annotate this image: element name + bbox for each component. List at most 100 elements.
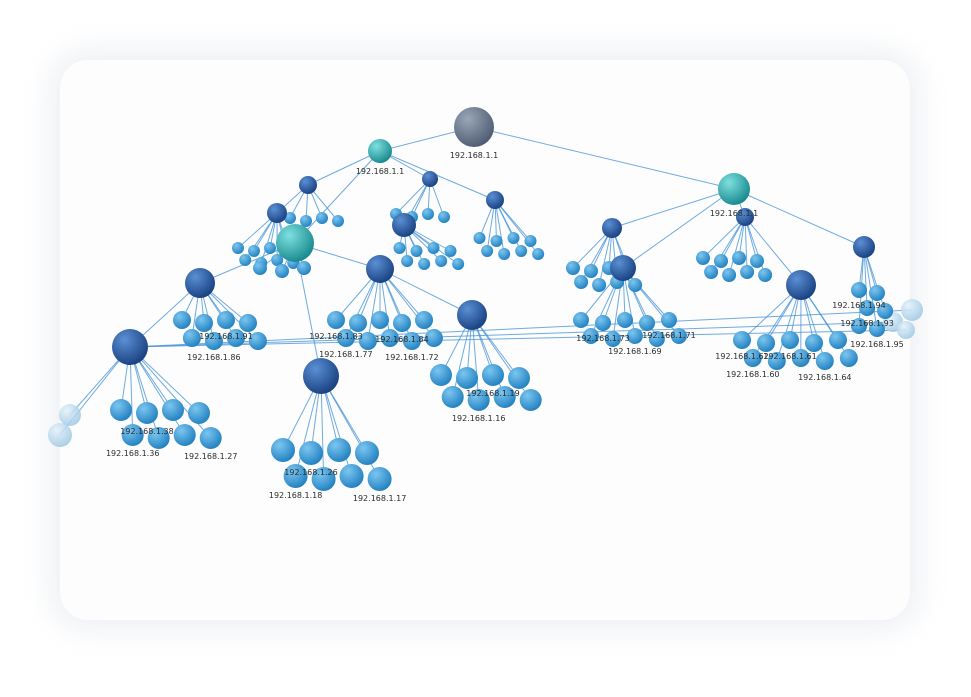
host-node[interactable] <box>136 402 158 424</box>
host-node[interactable] <box>271 438 295 462</box>
host-node[interactable] <box>582 328 599 344</box>
host-node[interactable] <box>498 248 511 260</box>
host-node[interactable] <box>493 386 516 408</box>
host-node[interactable] <box>204 332 223 350</box>
host-node[interactable] <box>584 264 598 278</box>
host-node[interactable] <box>758 268 773 282</box>
host-node[interactable] <box>327 438 351 462</box>
host-node[interactable] <box>239 314 257 332</box>
host-node[interactable] <box>427 242 440 254</box>
host-node[interactable] <box>418 258 431 270</box>
switch-node[interactable] <box>299 176 317 194</box>
host-node[interactable] <box>839 349 858 367</box>
host-node[interactable] <box>851 318 867 334</box>
host-node[interactable] <box>574 275 589 289</box>
switch-node[interactable] <box>267 203 287 223</box>
host-node[interactable] <box>162 399 184 421</box>
host-node[interactable] <box>661 312 677 328</box>
host-node[interactable] <box>750 254 764 268</box>
host-node[interactable] <box>604 331 621 347</box>
faded-host-node[interactable] <box>897 321 915 339</box>
host-node[interactable] <box>829 331 847 349</box>
host-node[interactable] <box>358 332 377 350</box>
host-node[interactable] <box>696 251 710 265</box>
host-node[interactable] <box>648 331 665 347</box>
switch-node[interactable] <box>422 171 438 187</box>
router-node[interactable] <box>276 224 314 262</box>
host-node[interactable] <box>299 441 323 465</box>
router-node[interactable] <box>368 139 392 163</box>
host-node[interactable] <box>199 427 222 449</box>
host-node[interactable] <box>639 315 655 331</box>
host-node[interactable] <box>415 311 433 329</box>
host-node[interactable] <box>232 242 244 254</box>
host-node[interactable] <box>253 261 267 275</box>
host-node[interactable] <box>732 251 746 265</box>
host-node[interactable] <box>367 467 392 491</box>
host-node[interactable] <box>524 235 537 247</box>
host-node[interactable] <box>592 278 607 292</box>
switch-node[interactable] <box>112 329 148 365</box>
host-node[interactable] <box>566 261 580 275</box>
host-node[interactable] <box>851 282 867 298</box>
host-node[interactable] <box>332 215 344 227</box>
host-node[interactable] <box>714 254 728 268</box>
host-node[interactable] <box>473 232 486 244</box>
host-node[interactable] <box>482 364 504 386</box>
host-node[interactable] <box>336 329 355 347</box>
host-node[interactable] <box>283 464 308 488</box>
host-node[interactable] <box>573 312 589 328</box>
host-node[interactable] <box>617 312 633 328</box>
host-node[interactable] <box>733 331 751 349</box>
host-node[interactable] <box>401 255 414 267</box>
switch-node[interactable] <box>853 236 875 258</box>
host-node[interactable] <box>410 245 423 257</box>
faded-host-node[interactable] <box>48 423 72 447</box>
host-node[interactable] <box>508 367 530 389</box>
host-node[interactable] <box>467 389 490 411</box>
host-node[interactable] <box>532 248 545 260</box>
host-node[interactable] <box>869 321 885 337</box>
host-node[interactable] <box>182 329 201 347</box>
host-node[interactable] <box>339 464 364 488</box>
host-node[interactable] <box>490 235 503 247</box>
host-node[interactable] <box>670 328 687 344</box>
switch-node[interactable] <box>786 270 816 300</box>
host-node[interactable] <box>481 245 494 257</box>
host-node[interactable] <box>452 258 465 270</box>
switch-node[interactable] <box>303 358 339 394</box>
host-node[interactable] <box>424 329 443 347</box>
host-node[interactable] <box>441 386 464 408</box>
host-node[interactable] <box>456 367 478 389</box>
host-node[interactable] <box>743 349 762 367</box>
host-node[interactable] <box>297 261 311 275</box>
host-node[interactable] <box>195 314 213 332</box>
host-node[interactable] <box>859 300 876 316</box>
host-node[interactable] <box>815 352 834 370</box>
host-node[interactable] <box>781 331 799 349</box>
host-node[interactable] <box>173 311 191 329</box>
host-node[interactable] <box>877 303 894 319</box>
host-node[interactable] <box>248 245 260 257</box>
host-node[interactable] <box>121 424 144 446</box>
host-node[interactable] <box>316 212 328 224</box>
switch-node[interactable] <box>602 218 622 238</box>
host-node[interactable] <box>147 427 170 449</box>
host-node[interactable] <box>626 328 643 344</box>
switch-node[interactable] <box>610 255 636 281</box>
host-node[interactable] <box>226 329 245 347</box>
host-node[interactable] <box>722 268 737 282</box>
host-node[interactable] <box>519 389 542 411</box>
host-node[interactable] <box>264 242 276 254</box>
host-node[interactable] <box>515 245 528 257</box>
host-node[interactable] <box>217 311 235 329</box>
router-node[interactable] <box>718 173 750 205</box>
host-node[interactable] <box>757 334 775 352</box>
host-node[interactable] <box>704 265 719 279</box>
host-node[interactable] <box>628 278 643 292</box>
host-node[interactable] <box>188 402 210 424</box>
host-node[interactable] <box>740 265 755 279</box>
host-node[interactable] <box>300 215 312 227</box>
switch-node[interactable] <box>486 191 504 209</box>
